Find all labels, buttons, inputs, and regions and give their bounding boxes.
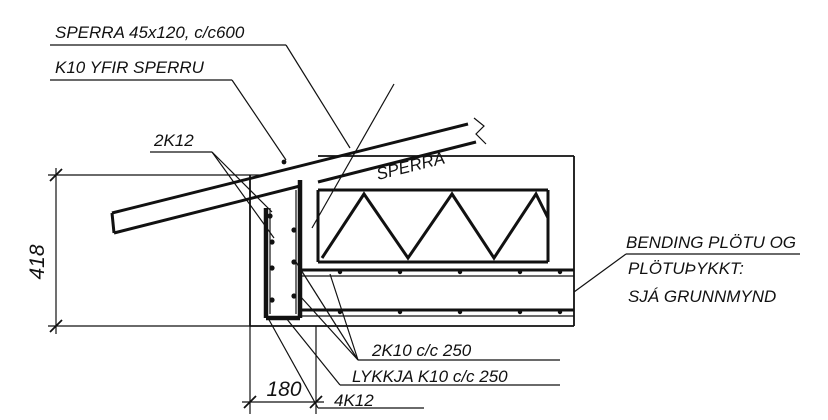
label-bending-line-3: SJÁ GRUNNMYND — [628, 287, 776, 306]
label-sperra: SPERRA — [374, 149, 446, 184]
label-2k10: 2K10 c/c 250 — [371, 341, 472, 360]
label-bending-line-1: BENDING PLÖTU OG — [626, 233, 796, 252]
slab-reinforcement — [300, 268, 574, 317]
label-lykkja: LYKKJA K10 c/c 250 — [352, 367, 508, 386]
dimension-height-value: 418 — [26, 244, 49, 279]
label-2k12: 2K12 — [153, 131, 194, 150]
label-sperra-spec: SPERRA 45x120, c/c600 — [55, 23, 245, 42]
concrete-outline — [249, 155, 575, 327]
truss — [316, 188, 550, 264]
rafter — [110, 117, 487, 235]
label-bending-line-2: PLÖTUÞYKKT: — [628, 259, 744, 278]
leader-lines — [50, 44, 800, 409]
label-4k12: 4K12 — [334, 391, 374, 410]
wall-rebar — [267, 159, 297, 303]
dimension-width-value: 180 — [266, 378, 301, 401]
dimension-height — [48, 168, 250, 334]
dimension-width — [242, 326, 324, 414]
label-k10-yfir-sperru: K10 YFIR SPERRU — [55, 58, 205, 77]
